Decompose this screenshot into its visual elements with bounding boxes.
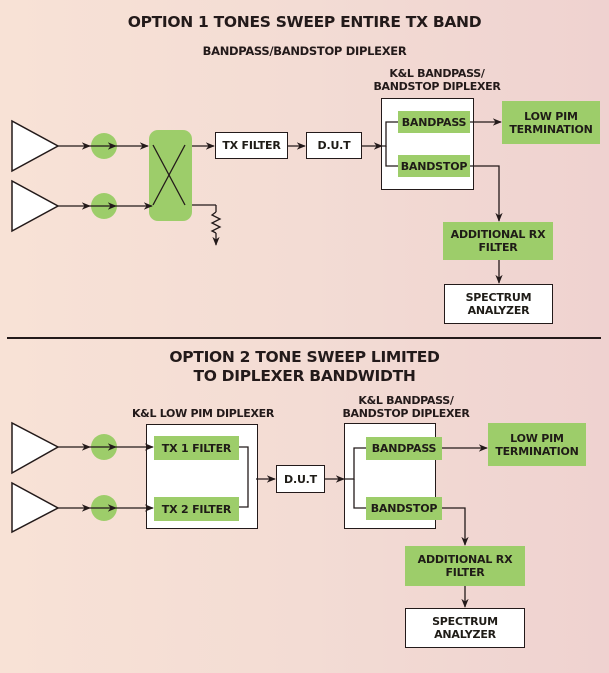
- label-line: TERMINATION: [509, 122, 593, 136]
- label-line: FILTER: [445, 566, 485, 579]
- option1-title: OPTION 1 TONES SWEEP ENTIRE TX BAND: [127, 13, 482, 31]
- label-line: LOW PIM: [510, 431, 564, 445]
- option2-dut: D.U.T: [276, 465, 325, 493]
- option1-subtitle: BANDPASS/BANDSTOP DIPLEXER: [202, 44, 407, 58]
- label-line: BANDSTOP DIPLEXER: [342, 407, 470, 420]
- option1-bandpass: BANDPASS: [398, 111, 470, 133]
- title-line: TO DIPLEXER BANDWIDTH: [193, 367, 416, 385]
- label-line: ANALYZER: [467, 304, 530, 317]
- option2-additional-rx-filter: ADDITIONAL RX FILTER: [405, 546, 525, 586]
- option1-low-pim-termination: LOW PIM TERMINATION: [502, 101, 600, 144]
- option2-tx1-filter: TX 1 FILTER: [154, 436, 239, 460]
- option1-diplexer-label: K&L BANDPASS/ BANDSTOP DIPLEXER: [362, 67, 512, 93]
- label-line: K&L BANDPASS/: [358, 394, 454, 407]
- option1-additional-rx-filter: ADDITIONAL RX FILTER: [443, 222, 553, 260]
- label-line: ANALYZER: [434, 628, 496, 641]
- option1-spectrum-analyzer: SPECTRUM ANALYZER: [444, 284, 553, 324]
- amplifier-icon: [11, 119, 60, 173]
- amplifier-icon: [11, 481, 60, 534]
- option2-low-pim-diplexer-label: K&L LOW PIM DIPLEXER: [131, 407, 275, 420]
- label-line: ADDITIONAL RX: [450, 228, 546, 241]
- label-line: BANDSTOP DIPLEXER: [373, 80, 501, 93]
- option1-bandstop: BANDSTOP: [398, 155, 470, 177]
- amplifier-icon: [11, 179, 60, 233]
- label-line: SPECTRUM: [432, 615, 498, 628]
- option2-bandpass: BANDPASS: [366, 437, 442, 460]
- option1-tx-filter: TX FILTER: [215, 132, 288, 159]
- option1-dut: D.U.T: [306, 132, 362, 159]
- label-line: TERMINATION: [495, 444, 579, 458]
- label-line: ADDITIONAL RX: [417, 553, 513, 566]
- label-line: SPECTRUM: [465, 291, 532, 304]
- title-line: OPTION 2 TONE SWEEP LIMITED: [169, 348, 440, 366]
- option2-title: OPTION 2 TONE SWEEP LIMITED TO DIPLEXER …: [0, 348, 609, 386]
- option2-bandstop: BANDSTOP: [366, 497, 442, 520]
- option2-diplexer-label: K&L BANDPASS/ BANDSTOP DIPLEXER: [326, 394, 486, 420]
- option2-spectrum-analyzer: SPECTRUM ANALYZER: [405, 608, 525, 648]
- option2-low-pim-termination: LOW PIM TERMINATION: [488, 423, 586, 466]
- amplifier-icon: [11, 421, 60, 475]
- label-line: LOW PIM: [524, 109, 578, 123]
- option2-tx2-filter: TX 2 FILTER: [154, 497, 239, 521]
- label-line: K&L BANDPASS/: [389, 67, 485, 80]
- section-divider: [7, 337, 601, 339]
- label-line: FILTER: [478, 241, 518, 254]
- resistor-icon: [210, 211, 222, 234]
